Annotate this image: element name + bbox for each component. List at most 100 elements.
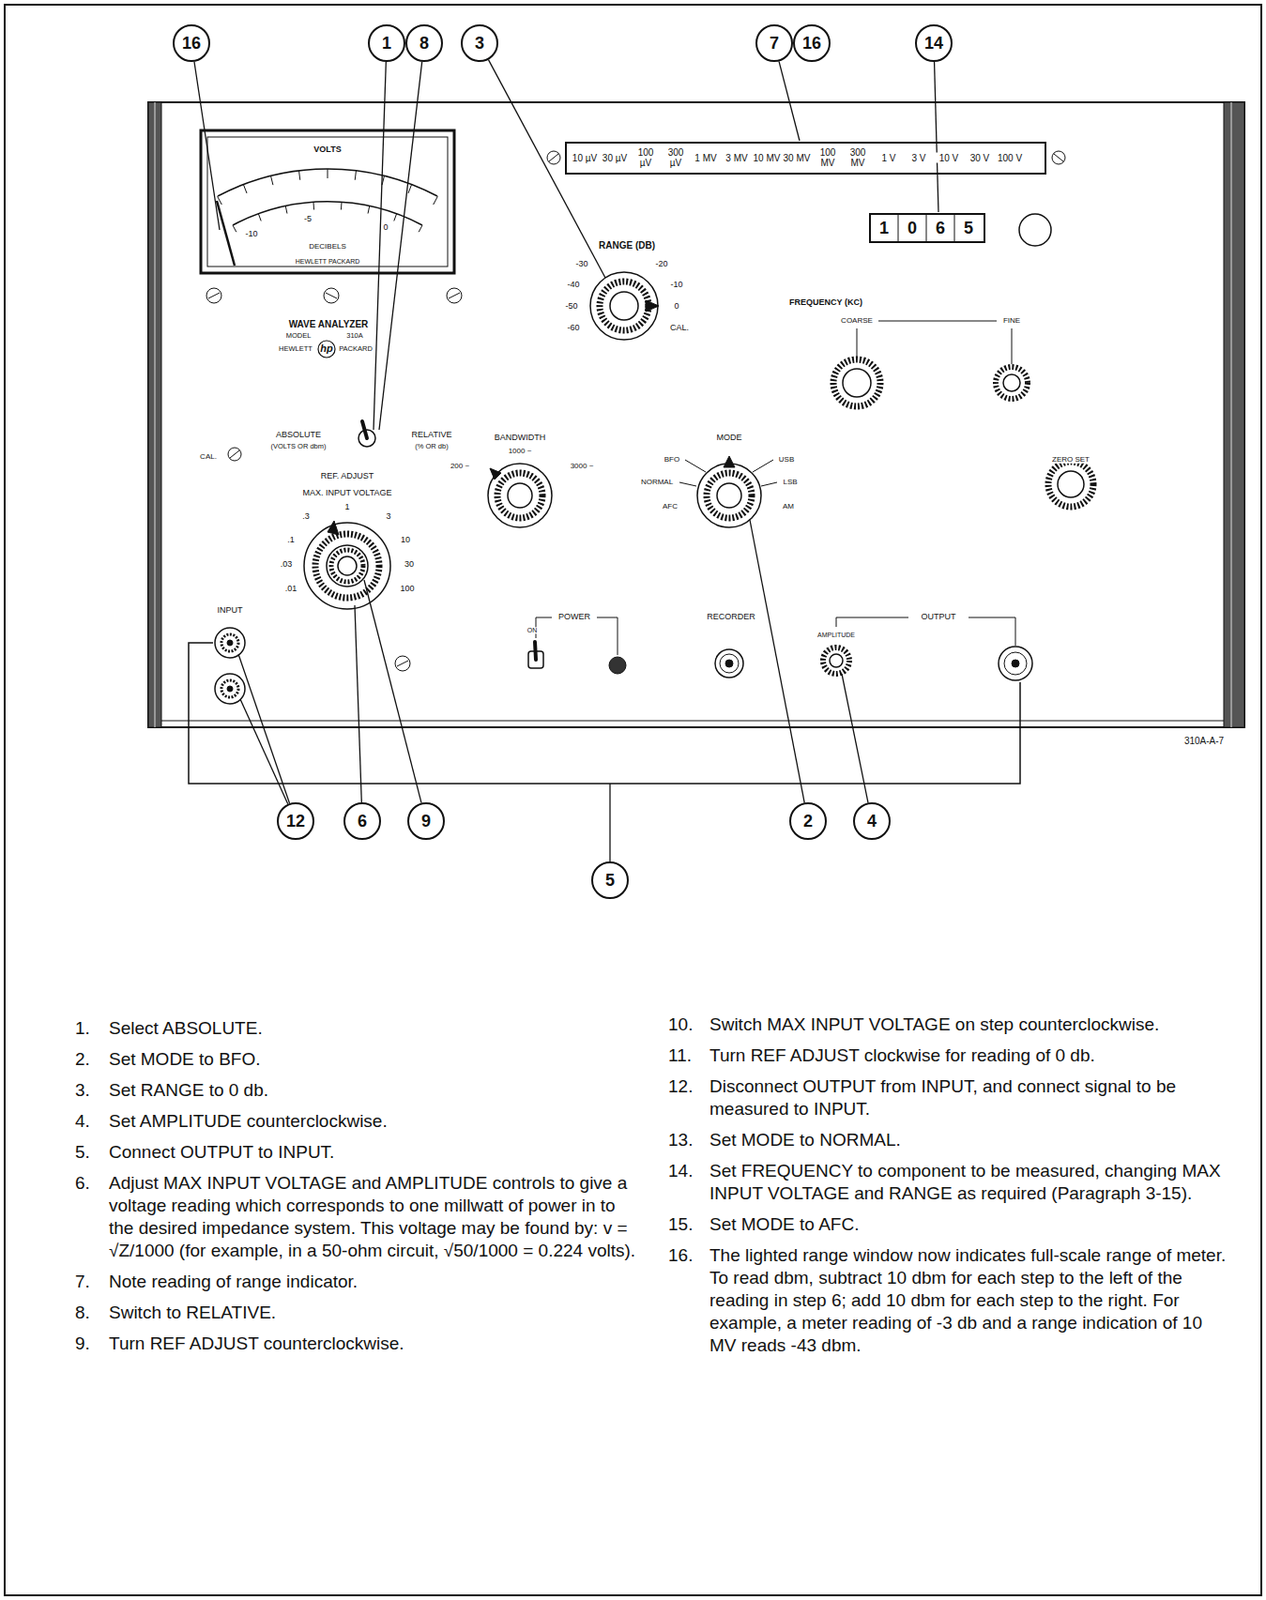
leader-line bbox=[379, 61, 423, 430]
instruction-step: 12.Disconnect OUTPUT from INPUT, and con… bbox=[668, 1075, 1232, 1121]
screw bbox=[229, 450, 240, 458]
panel-label: 3 V bbox=[903, 152, 934, 164]
screw bbox=[1053, 153, 1064, 162]
recorder-jack bbox=[725, 659, 733, 668]
callout-number: 16 bbox=[802, 34, 822, 52]
screw bbox=[549, 153, 559, 162]
bandwidth-knob bbox=[488, 463, 552, 528]
panel-label: PACKARD bbox=[337, 345, 374, 353]
instruction-step: 11.Turn REF ADJUST clockwise for reading… bbox=[668, 1044, 1232, 1068]
step-number: 8. bbox=[75, 1301, 109, 1325]
connection-bracket bbox=[188, 642, 1021, 784]
callout-circle: 3 bbox=[460, 24, 499, 62]
instruction-step: 13.Set MODE to NORMAL. bbox=[668, 1128, 1232, 1152]
panel-label: 30 MV bbox=[781, 152, 812, 164]
step-text: Connect OUTPUT to INPUT. bbox=[108, 1141, 639, 1164]
panel-label: 310A-A-7 bbox=[1183, 736, 1225, 748]
max-input-knob bbox=[304, 520, 391, 610]
amplitude-knob bbox=[836, 617, 909, 627]
leader-line bbox=[841, 673, 869, 803]
leader-line bbox=[609, 783, 611, 862]
zero-set-knob bbox=[1057, 471, 1084, 498]
frequency-knobs bbox=[833, 320, 1028, 407]
panel-label: 0 bbox=[906, 219, 918, 238]
frequency-counter bbox=[926, 213, 928, 243]
mode-knob bbox=[679, 456, 778, 528]
panel-label: (VOLTS OR dbm) bbox=[269, 442, 327, 451]
panel-label: BANDWIDTH bbox=[493, 433, 548, 443]
callout-circle: 1 bbox=[367, 24, 406, 62]
screw bbox=[323, 288, 339, 304]
output-connector bbox=[998, 646, 1033, 681]
frequency-knobs bbox=[856, 328, 858, 357]
frequency-counter bbox=[954, 213, 956, 243]
step-number: 9. bbox=[75, 1332, 109, 1356]
callout-circle: 2 bbox=[789, 802, 827, 840]
panel-label: LSB bbox=[781, 478, 798, 487]
amplitude-knob bbox=[968, 617, 1016, 646]
instruction-step: 7.Note reading of range indicator. bbox=[75, 1270, 639, 1294]
panel-label: -60 bbox=[565, 323, 580, 333]
callout-circle: 4 bbox=[853, 802, 891, 840]
step-text: Set MODE to AFC. bbox=[709, 1213, 1232, 1236]
step-number: 5. bbox=[75, 1141, 109, 1164]
panel-label: 3000 ~ bbox=[569, 462, 595, 471]
panel-label: 1 bbox=[878, 219, 890, 238]
leader-line bbox=[240, 699, 289, 805]
panel-label: REF. ADJUST bbox=[320, 472, 376, 481]
mode-knob bbox=[706, 472, 752, 519]
hp-logo bbox=[318, 340, 336, 358]
mode-knob bbox=[761, 482, 778, 487]
step-text: Set RANGE to 0 db. bbox=[108, 1079, 639, 1102]
mode-knob bbox=[697, 463, 762, 528]
meter-tick bbox=[243, 184, 247, 194]
screw bbox=[325, 292, 337, 299]
panel-label: HEWLETT PACKARD bbox=[294, 258, 362, 265]
frequency-counter bbox=[1019, 213, 1052, 246]
callout-number: 5 bbox=[605, 871, 615, 889]
leader-line bbox=[749, 519, 805, 803]
panel-label: 3 MV bbox=[721, 152, 752, 164]
panel-label: 100 MV bbox=[812, 147, 843, 168]
panel-label: hp bbox=[319, 343, 334, 355]
amplitude-knob bbox=[823, 617, 1016, 674]
panel-label: NORMAL bbox=[640, 478, 674, 487]
meter-tick bbox=[285, 206, 288, 214]
panel-label: -10 bbox=[244, 229, 259, 239]
front-panel bbox=[161, 720, 1224, 722]
panel-label: AFC bbox=[661, 503, 679, 511]
mode-knob bbox=[716, 483, 742, 508]
panel-label: 10 bbox=[399, 535, 412, 545]
max-input-knob bbox=[315, 533, 380, 598]
screw bbox=[448, 292, 460, 299]
meter-tick bbox=[394, 213, 397, 222]
instruction-column: 10.Switch MAX INPUT VOLTAGE on step coun… bbox=[668, 1013, 1232, 1366]
bandwidth-knob bbox=[489, 468, 502, 480]
output-connector bbox=[1011, 659, 1020, 668]
meter-tick bbox=[408, 184, 412, 194]
front-panel bbox=[1223, 102, 1245, 728]
power-switch bbox=[535, 617, 552, 639]
meter bbox=[200, 130, 455, 274]
panel-label: 200 ~ bbox=[449, 462, 471, 471]
mode-knob bbox=[685, 459, 706, 473]
toggle-switch bbox=[362, 421, 367, 439]
mode-knob bbox=[752, 459, 774, 473]
step-number: 15. bbox=[668, 1213, 710, 1236]
panel-label: -5 bbox=[303, 214, 313, 224]
step-number: 3. bbox=[75, 1079, 109, 1102]
step-text: Set FREQUENCY to component to be measure… bbox=[709, 1159, 1232, 1205]
panel-label: DECIBELS bbox=[307, 243, 348, 251]
leader-line bbox=[354, 605, 362, 803]
instruction-step: 16.The lighted range window now indicate… bbox=[668, 1244, 1232, 1358]
range-knob bbox=[645, 300, 659, 312]
panel-label: .3 bbox=[301, 512, 311, 521]
range-knob bbox=[599, 281, 649, 331]
screw bbox=[395, 655, 411, 672]
input-terminals bbox=[221, 634, 239, 652]
callout-circle: 16 bbox=[172, 24, 211, 62]
mode-knob bbox=[723, 456, 735, 468]
instruction-step: 4.Set AMPLITUDE counterclockwise. bbox=[75, 1110, 639, 1133]
range-knob bbox=[590, 272, 659, 340]
